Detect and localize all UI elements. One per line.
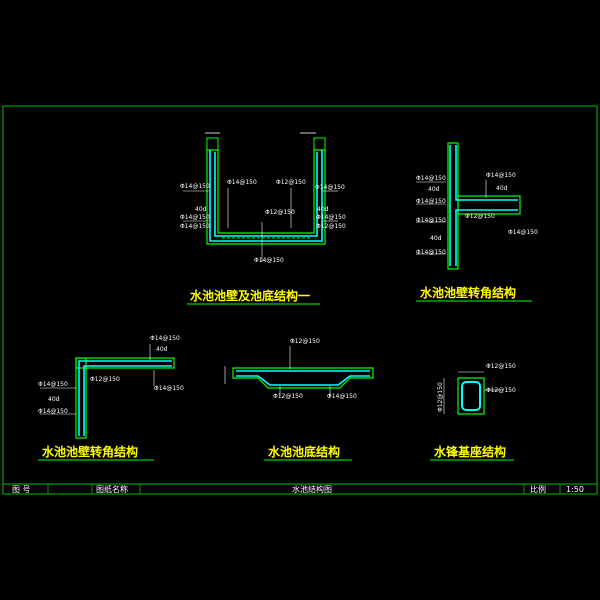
rebar-label: Φ14@150	[227, 179, 257, 186]
rebar-label: Φ14@150	[180, 183, 210, 190]
rebar-label: Φ12@150	[465, 213, 495, 220]
rebar-label: Φ12@150	[316, 223, 346, 230]
rebar-label: Φ14@150	[315, 184, 345, 191]
detail-caption: 水池池底结构	[268, 444, 340, 459]
detail-wall-corner-structure-left: Φ14@150 40d Φ14@150 Φ12@150 Φ14@150 40d …	[38, 335, 184, 461]
left-wall-cap	[206, 137, 219, 151]
rebar-label: Φ12@150	[276, 179, 306, 186]
right-wall-cap	[313, 137, 326, 151]
rebar-label: Φ14@150	[254, 257, 284, 264]
rebar-label: Φ14@150	[486, 172, 516, 179]
anchor-length-label: 40d	[48, 396, 60, 403]
base-outline	[457, 377, 485, 415]
bottom-rebar	[236, 375, 370, 386]
drawing-name-label: 图纸名称	[96, 484, 128, 494]
rebar-label: Φ14@150	[180, 223, 210, 230]
scale-value: 1:50	[566, 485, 584, 494]
rebar-label: Φ14@150	[416, 175, 446, 182]
detail-caption: 水锋基座结构	[434, 444, 506, 459]
rebar-label: Φ12@150	[273, 393, 303, 400]
rebar-label: Φ12@150	[486, 387, 516, 394]
detail-pool-bottom-structure: Φ12@150 Φ12@150 Φ14@150 水池池底结构	[224, 338, 374, 461]
rebar-label: Φ14@150	[38, 381, 68, 388]
title-block-frame	[2, 483, 598, 495]
detail-wall-corner-structure-right: Φ14@150 40d Φ14@150 Φ14@150 Φ12@150 40d …	[416, 142, 538, 302]
anchor-length-label: 40d	[195, 206, 207, 213]
scale-label: 比例	[530, 484, 546, 494]
rebar-label: Φ14@150	[38, 408, 68, 415]
anchor-length-label: 40d	[156, 346, 168, 353]
rebar-label: Φ14@150	[508, 229, 538, 236]
detail-caption: 水池池壁转角结构	[420, 285, 516, 300]
slab-section	[75, 357, 175, 369]
slab-section	[457, 195, 521, 215]
rebar-label: Φ14@150	[316, 214, 346, 221]
stirrup-rebar	[461, 381, 481, 411]
outer-rebar	[209, 150, 323, 242]
inner-rebar	[214, 152, 318, 237]
rebar-label: Φ12@150	[290, 338, 320, 345]
rebar-label: Φ14@150	[180, 214, 210, 221]
rebar-label: Φ12@150	[437, 382, 444, 412]
rebar-label: Φ14@150	[416, 198, 446, 205]
rebar-label: Φ12@150	[486, 363, 516, 370]
anchor-length-label: 40d	[430, 235, 442, 242]
u-section-outline	[206, 149, 326, 245]
outer-corner-rebar	[78, 360, 172, 436]
rebar-label: Φ14@150	[416, 249, 446, 256]
detail-caption: 水池池壁转角结构	[42, 444, 138, 459]
detail-fountain-base-structure: Φ12@150 Φ12@150 Φ12@150 水锋基座结构	[430, 363, 516, 461]
drawing-name: 水池结构图	[292, 484, 332, 494]
rebar-label: Φ14@150	[416, 217, 446, 224]
detail-wall-bottom-structure-1: Φ14@150 Φ14@150 Φ12@150 Φ14@150 40d 40d …	[180, 132, 346, 305]
drawing-number-label: 图 号	[12, 485, 31, 494]
detail-caption: 水池池壁及池底结构一	[190, 288, 310, 303]
corner-rebar	[455, 145, 518, 201]
rebar-label: Φ14@150	[150, 335, 180, 342]
corner-rebar	[455, 209, 518, 266]
anchor-length-label: 40d	[428, 186, 440, 193]
title-block: 图 号 图纸名称 水池结构图 比例 1:50	[2, 483, 598, 495]
rebar-label: Φ12@150	[90, 376, 120, 383]
rebar-label: Φ14@150	[154, 385, 184, 392]
anchor-length-label: 40d	[317, 206, 329, 213]
rebar-label: Φ12@150	[265, 209, 295, 216]
inner-corner-rebar	[83, 365, 172, 436]
bottom-slab-outline	[232, 367, 374, 389]
anchor-length-label: 40d	[496, 185, 508, 192]
rebar-label: Φ14@150	[327, 393, 357, 400]
